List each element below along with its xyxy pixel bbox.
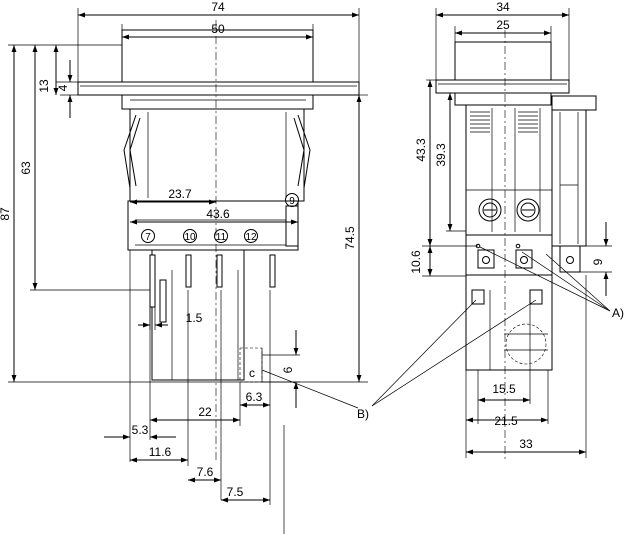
blade-terminal-10: [185, 254, 192, 288]
terminal-9-label: 9: [289, 196, 295, 207]
dim-87-label: 87: [0, 207, 12, 221]
side-flange: [435, 79, 570, 94]
dim-33-label: 33: [519, 437, 533, 451]
dim-4-label: 4: [56, 84, 70, 91]
dim-74-label: 74: [211, 0, 225, 14]
dim-6-3-label: 6.3: [246, 390, 263, 404]
dim-25-label: 25: [496, 18, 510, 32]
blade-terminal-12: [269, 254, 276, 288]
detail-c-label: c: [249, 366, 255, 380]
front-housing: [129, 108, 305, 202]
blade-terminal-7: [149, 254, 156, 308]
front-dimensions: 74 50 87 63 13 4 23.7 43.6 74.5: [0, 0, 368, 534]
terminal-10-label: 10: [184, 232, 196, 243]
dim-7-6-label: 7.6: [197, 465, 214, 479]
dim-1-5-label: 1.5: [186, 311, 203, 325]
side-bezel-cap: [454, 41, 552, 81]
side-hidden-detail: [505, 323, 547, 365]
front-neck: [121, 94, 314, 110]
dim-50-label: 50: [211, 22, 225, 36]
dim-9-label: 9: [591, 258, 605, 265]
spring-clip-right: [297, 114, 311, 189]
dim-10-6-label: 10.6: [409, 250, 423, 274]
side-dimensions: 34 25 43.3 39.3 10.6 9 15.5: [409, 0, 612, 458]
dim-5-3-label: 5.3: [132, 423, 149, 437]
blade-terminal-11: [216, 254, 223, 288]
dim-15-5-label: 15.5: [492, 382, 516, 396]
side-housing: [465, 104, 553, 236]
spring-clip-left: [123, 114, 137, 189]
dim-43-6-label: 43.6: [206, 207, 230, 221]
callouts: A) B): [357, 246, 624, 421]
dim-23-7-label: 23.7: [168, 187, 192, 201]
dim-22-label: 22: [198, 405, 212, 419]
screw-left: [478, 198, 502, 222]
side-latch-block: [551, 109, 587, 247]
dim-34-label: 34: [496, 0, 510, 14]
dim-7-5-label: 7.5: [227, 485, 244, 499]
front-bezel-cap: [121, 29, 314, 83]
side-lower-body: [465, 274, 553, 371]
front-lower-body: [151, 249, 245, 381]
terminal-12-label: 12: [245, 232, 257, 243]
dim-43-3-label: 43.3: [414, 138, 428, 162]
front-view: 7 10 11 12 9 c: [77, 20, 360, 460]
dim-13-label: 13: [37, 79, 51, 93]
terminal-7-label: 7: [145, 232, 151, 243]
terminal-11-label: 11: [216, 232, 227, 243]
dim-39-3-label: 39.3: [434, 143, 448, 167]
dim-74-5-label: 74.5: [343, 226, 357, 250]
dim-6-label: 6: [281, 366, 295, 373]
front-flange: [77, 81, 360, 96]
callout-b-label: B): [357, 407, 369, 421]
screw-right: [516, 198, 540, 222]
dim-63-label: 63: [19, 161, 33, 175]
side-view: [435, 30, 597, 460]
dim-21-5-label: 21.5: [494, 414, 518, 428]
dim-11-6-label: 11.6: [149, 445, 172, 459]
callout-a-label: A): [612, 306, 624, 320]
